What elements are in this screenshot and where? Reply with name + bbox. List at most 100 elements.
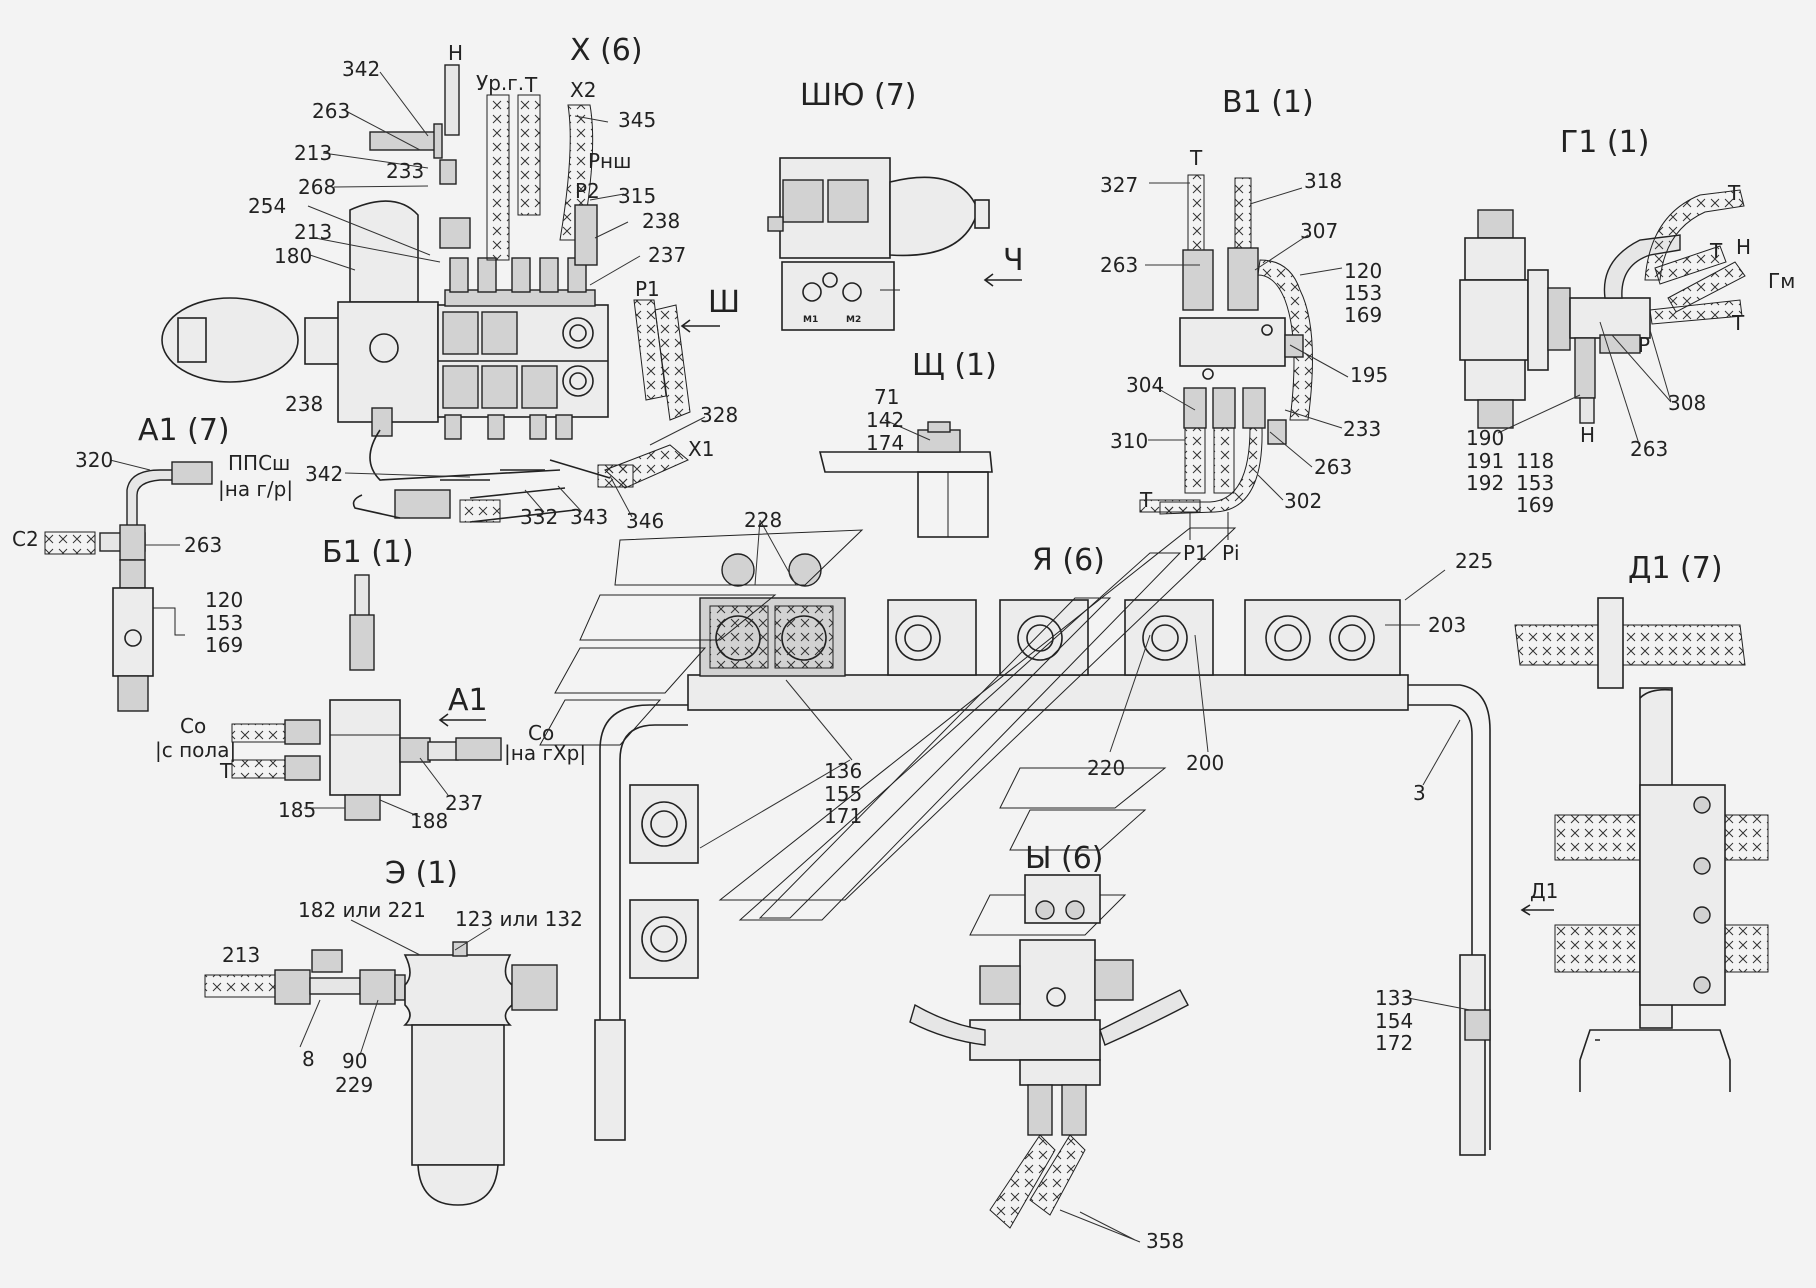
view-title-d1: Д1 (7) (1628, 551, 1723, 586)
callout-195: 195 (1350, 363, 1388, 387)
callout-174: 174 (866, 431, 904, 455)
arrow-label-a1: А1 (448, 683, 488, 718)
callout-220: 220 (1087, 756, 1125, 780)
leader-lines (109, 71, 1672, 1243)
callout-268: 268 (298, 175, 336, 199)
callout-213: 213 (294, 141, 332, 165)
port-n-g1: Н (1736, 235, 1751, 259)
callout-169-a1: 169 (205, 633, 243, 657)
callout-307: 307 (1300, 219, 1338, 243)
callout-191: 191 (1466, 449, 1504, 473)
callout-200: 200 (1186, 751, 1224, 775)
port-rnsh: Рнш (588, 149, 631, 173)
callout-172: 172 (1375, 1031, 1413, 1055)
callout-153-a1: 153 (205, 611, 243, 635)
port-x2: Х2 (570, 78, 596, 102)
bracket-view-d1 (1514, 597, 1769, 1092)
callout-346: 346 (626, 509, 664, 533)
callout-203: 203 (1428, 613, 1466, 637)
frame-view-ya (594, 553, 1491, 1156)
valve-block-view-y (909, 874, 1189, 1229)
fitting-view-a1 (44, 461, 213, 712)
callout-238b: 238 (285, 392, 323, 416)
port-co-left: Со (180, 714, 206, 738)
port-n-g1-bottom: Н (1580, 423, 1595, 447)
callout-180: 180 (274, 244, 312, 268)
callout-182-221: 182 или 221 (298, 898, 426, 922)
callout-308: 308 (1668, 391, 1706, 415)
port-ri-v1: Рi (1222, 541, 1240, 565)
port-na-gr: |на г/р| (218, 477, 293, 501)
port-p1-x: Р1 (635, 277, 660, 301)
arrow-label-ch: Ч (1003, 243, 1024, 278)
filter-view-e (204, 941, 558, 1206)
port-t-x: Т (524, 73, 538, 97)
callout-328: 328 (700, 403, 738, 427)
port-urg: Ур.г. (476, 71, 524, 95)
port-m1: М1 (803, 315, 818, 325)
callout-332: 332 (520, 505, 558, 529)
port-p2: Р2 (575, 179, 600, 203)
callout-358: 358 (1146, 1229, 1184, 1253)
port-gm: Гм (1768, 269, 1795, 293)
port-m2: М2 (846, 315, 861, 325)
callout-169-v1: 169 (1344, 303, 1382, 327)
callout-136: 136 (824, 759, 862, 783)
callout-263: 263 (312, 99, 350, 123)
callout-120-v1: 120 (1344, 259, 1382, 283)
view-title-y: Ы (6) (1025, 841, 1104, 876)
callout-320: 320 (75, 448, 113, 472)
callout-238: 238 (642, 209, 680, 233)
callout-155: 155 (824, 782, 862, 806)
callout-233: 233 (386, 159, 424, 183)
callout-169-g1: 169 (1516, 493, 1554, 517)
callout-254: 254 (248, 194, 286, 218)
callout-342: 342 (342, 57, 380, 81)
port-ppssh: ППСш (228, 451, 290, 475)
callout-304: 304 (1126, 373, 1164, 397)
port-n-x: Н (448, 41, 463, 65)
callout-342b: 342 (305, 462, 343, 486)
projection-outlines (539, 527, 1237, 936)
callout-71: 71 (874, 385, 899, 409)
callout-263-g1: 263 (1630, 437, 1668, 461)
callout-345: 345 (618, 108, 656, 132)
port-t-g1-2: Т (1709, 239, 1723, 263)
callout-118: 118 (1516, 449, 1554, 473)
callout-263-v1: 263 (1100, 253, 1138, 277)
port-x1: Х1 (688, 437, 714, 461)
port-co-right: Со (528, 721, 554, 745)
view-title-shch: Щ (1) (912, 348, 997, 383)
callout-190: 190 (1466, 426, 1504, 450)
view-title-v1: В1 (1) (1222, 85, 1314, 120)
callout-315: 315 (618, 184, 656, 208)
view-title-x: Х (6) (570, 33, 643, 68)
callout-237-b1: 237 (445, 791, 483, 815)
callout-185: 185 (278, 798, 316, 822)
port-t-g1-3: Т (1731, 311, 1745, 335)
callout-8: 8 (302, 1047, 315, 1071)
view-title-sh: ШЮ (7) (800, 78, 917, 113)
callout-237: 237 (648, 243, 686, 267)
callout-3: 3 (1413, 781, 1426, 805)
callout-318: 318 (1304, 169, 1342, 193)
callout-188: 188 (410, 809, 448, 833)
port-t-g1-top: Т (1727, 181, 1741, 205)
view-arrows (438, 273, 1554, 916)
distributor-view-x (161, 64, 691, 523)
view-title-b1: Б1 (1) (322, 535, 414, 570)
callout-153-v1: 153 (1344, 281, 1382, 305)
callout-213b: 213 (294, 220, 332, 244)
port-t-v1: Т (1189, 146, 1203, 170)
callout-233-v1: 233 (1343, 417, 1381, 441)
callout-133: 133 (1375, 986, 1413, 1010)
valve-view-g1 (1459, 189, 1746, 429)
callout-327: 327 (1100, 173, 1138, 197)
valve-view-v1 (1139, 174, 1313, 540)
port-r-g1: Р (1638, 333, 1650, 357)
port-t-b1: Т (219, 759, 233, 783)
bracket-view-shch (818, 421, 993, 538)
port-r1-v1: Р1 (1183, 541, 1208, 565)
